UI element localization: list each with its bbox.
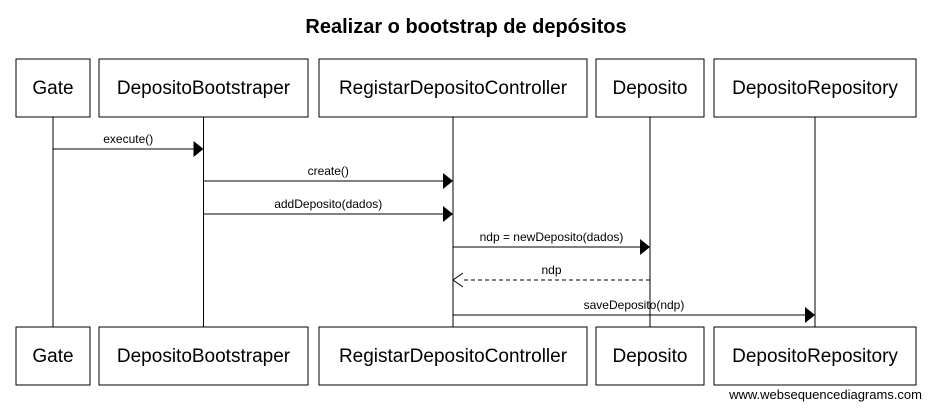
message-arrowhead xyxy=(193,141,204,157)
message-label: addDeposito(dados) xyxy=(274,197,382,211)
messages: execute() create() addDeposito(dados) ndp =… xyxy=(53,132,815,323)
message-1: execute() xyxy=(53,132,204,157)
footer-watermark: www.websequencediagrams.com xyxy=(728,387,922,402)
participant-repository-top: DepositoRepository xyxy=(713,58,917,118)
participant-name: RegistarDepositoController xyxy=(339,346,568,367)
participant-box xyxy=(713,58,917,118)
participant-boxes-bottom: Gate DepositoBootstraper RegistarDepositoC… xyxy=(15,326,917,386)
message-label: execute() xyxy=(103,132,153,146)
message-label: saveDeposito(ndp) xyxy=(584,298,685,312)
participant-box xyxy=(15,326,91,386)
participant-boxes-top: Gate DepositoBootstraper RegistarDepositoC… xyxy=(15,58,917,118)
participant-deposito-bottom: Deposito xyxy=(595,326,705,386)
message-arrowhead xyxy=(805,307,815,323)
message-label: ndp = newDeposito(dados) xyxy=(480,230,624,244)
participant-name: DepositoBootstraper xyxy=(117,78,291,99)
message-arrowhead xyxy=(443,173,453,189)
participant-gate-top: Gate xyxy=(15,58,91,118)
message-arrowhead xyxy=(452,272,464,288)
diagram-title: Realizar o bootstrap de depósitos xyxy=(305,16,626,38)
participant-box xyxy=(595,58,705,118)
participant-name: Deposito xyxy=(613,346,688,367)
lifelines xyxy=(52,117,816,327)
participant-name: Deposito xyxy=(613,78,688,99)
message-3: addDeposito(dados) xyxy=(203,197,453,222)
participant-box xyxy=(98,326,309,386)
participant-name: RegistarDepositoController xyxy=(339,78,568,99)
participant-bootstraper-bottom: DepositoBootstraper xyxy=(98,326,309,386)
participant-controller-top: RegistarDepositoController xyxy=(318,58,588,118)
message-arrowhead xyxy=(640,239,650,255)
participant-name: DepositoBootstraper xyxy=(117,346,291,367)
participant-deposito-top: Deposito xyxy=(595,58,705,118)
participant-bootstraper-top: DepositoBootstraper xyxy=(98,58,309,118)
participant-name: Gate xyxy=(32,78,73,99)
message-5: ndp xyxy=(452,263,650,288)
participant-box xyxy=(318,326,588,386)
participant-gate-bottom: Gate xyxy=(15,326,91,386)
message-arrowhead xyxy=(443,206,453,222)
message-label: ndp xyxy=(541,263,561,277)
participant-name: DepositoRepository xyxy=(732,78,898,99)
message-4: ndp = newDeposito(dados) xyxy=(453,230,650,255)
participant-box xyxy=(595,326,705,386)
participant-box xyxy=(713,326,917,386)
participant-name: DepositoRepository xyxy=(732,346,898,367)
participant-box xyxy=(318,58,588,118)
participant-repository-bottom: DepositoRepository xyxy=(713,326,917,386)
participant-name: Gate xyxy=(32,346,73,367)
participant-box xyxy=(98,58,309,118)
message-label: create() xyxy=(308,164,349,178)
participant-box xyxy=(15,58,91,118)
message-6: saveDeposito(ndp) xyxy=(453,298,815,323)
message-2: create() xyxy=(203,164,453,189)
participant-controller-bottom: RegistarDepositoController xyxy=(318,326,588,386)
